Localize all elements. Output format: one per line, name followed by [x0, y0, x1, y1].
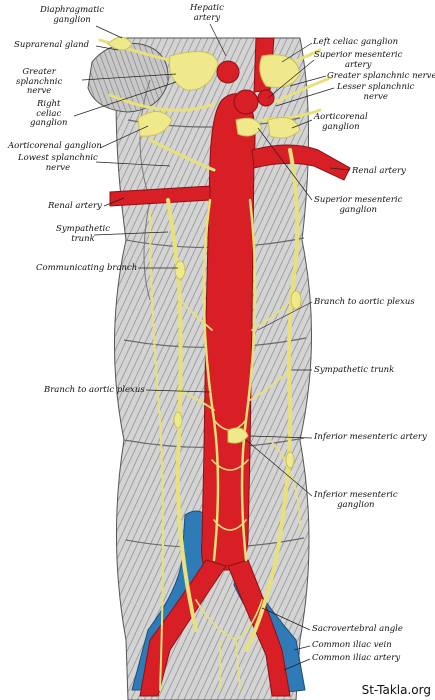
label-line: Superior mesenteric [314, 50, 403, 60]
sympathetic-ganglion [174, 260, 186, 280]
label-branch-to-aortic-plexus-left: Branch to aortic plexus [44, 385, 145, 395]
label-inferior-mesenteric-artery: Inferior mesenteric artery [314, 432, 427, 442]
aorta [201, 93, 256, 571]
common-iliac-artery-right [227, 559, 291, 697]
label-common-iliac-artery: Common iliac artery [312, 653, 401, 663]
label-line: Superior mesenteric [314, 195, 403, 205]
label-line: ganglion [339, 204, 377, 215]
renal-artery-right [251, 144, 351, 181]
inferior-mesenteric-ganglion [227, 427, 249, 444]
label-aorticorenal-ganglion-right: Aorticorenal ganglion [314, 112, 368, 132]
superior-mesenteric-ganglion [235, 117, 263, 137]
label-inferior-mesenteric-ganglion: Inferior mesenteric ganglion [314, 490, 398, 510]
label-right-celiac-ganglion: Right celiac ganglion [30, 99, 68, 129]
label-superior-mesenteric-artery: Superior mesenteric artery [314, 50, 403, 70]
label-line: splanchnic [16, 76, 63, 87]
label-line: nerve [45, 162, 71, 173]
label-line: artery [193, 12, 221, 23]
label-line: artery [344, 59, 372, 70]
label-left-celiac-ganglion: Left celiac ganglion [313, 37, 399, 47]
label-sympathetic-trunk-right: Sympathetic trunk [314, 365, 395, 375]
label-lowest-splanchnic-nerve: Lowest splanchnic nerve [18, 153, 98, 173]
label-superior-mesenteric-ganglion: Superior mesenteric ganglion [314, 195, 403, 215]
label-line: Lesser splanchnic [337, 82, 415, 92]
label-renal-artery-right: Renal artery [352, 166, 406, 176]
label-sympathetic-trunk-left: Sympathetic trunk [56, 224, 111, 244]
label-line: Right [37, 99, 61, 109]
label-line: ganglion [337, 499, 375, 510]
celiac-artery-section [216, 60, 240, 84]
ganglia [107, 36, 302, 469]
artery-section [257, 89, 275, 107]
label-line: nerve [363, 91, 388, 102]
label-line: Hepatic [190, 3, 224, 13]
right-celiac-ganglion [168, 51, 219, 91]
label-line: Lowest splanchnic [18, 153, 98, 163]
label-suprarenal-gland: Suprarenal gland [14, 40, 90, 50]
label-communicating-branch: Communicating branch [36, 263, 138, 273]
sympathetic-ganglion [290, 290, 302, 310]
label-line: nerve [26, 86, 52, 96]
label-sacrovertebral-angle: Sacrovertebral angle [312, 624, 403, 634]
watermark: St-Takla.org [361, 683, 431, 697]
label-line: celiac [36, 108, 62, 119]
label-line: trunk [71, 233, 95, 244]
aorticorenal-ganglion-right [267, 117, 301, 139]
label-greater-splanchnic-nerve-left: Greater splanchnic nerve [16, 67, 63, 97]
label-branch-to-aortic-plexus-right: Branch to aortic plexus [314, 297, 415, 307]
diaphragmatic-ganglion [107, 36, 133, 51]
sympathetic-ganglion [173, 411, 183, 429]
label-line: Sympathetic [56, 224, 111, 234]
label-line: Diaphragmatic [40, 5, 105, 15]
label-hepatic-artery: Hepatic artery [190, 3, 224, 23]
label-line: ganglion [30, 118, 68, 128]
label-lesser-splanchnic-nerve: Lesser splanchnic nerve [337, 82, 415, 102]
sympathetic-ganglion [285, 451, 295, 469]
label-renal-artery-left: Renal artery [48, 201, 102, 211]
label-line: Inferior mesenteric [314, 490, 398, 500]
label-line: ganglion [322, 121, 360, 132]
label-common-iliac-vein: Common iliac vein [312, 640, 392, 650]
aorticorenal-ganglion-left [137, 111, 173, 137]
label-line: Greater [22, 67, 56, 77]
label-line: Aorticorenal [314, 112, 368, 122]
leader-lines [73, 23, 351, 671]
label-aorticorenal-ganglion-left: Aorticorenal ganglion [8, 141, 102, 151]
superior-mesenteric-artery-section [233, 89, 259, 115]
label-line: ganglion [53, 14, 91, 25]
label-greater-splanchnic-nerve-right: Greater splanchnic nerve [327, 71, 435, 81]
label-diaphragmatic-ganglion: Diaphragmatic ganglion [40, 5, 105, 25]
